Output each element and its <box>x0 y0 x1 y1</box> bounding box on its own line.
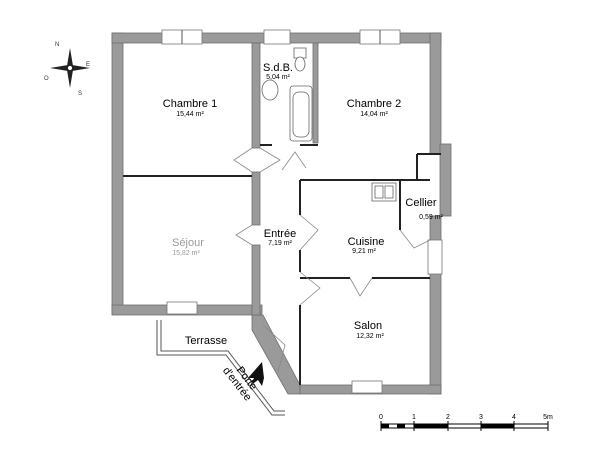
room-area-cellier: 0,59 m² <box>419 214 443 221</box>
room-area-cuisine: 9,21 m² <box>352 248 376 255</box>
door-swings <box>233 147 431 373</box>
room-name-terrasse: Terrasse <box>185 335 227 347</box>
kitchen-sink-icon <box>371 182 397 202</box>
entrance-arrow-icon <box>248 362 264 386</box>
compass-e: E <box>86 62 90 68</box>
compass-n: N <box>55 42 59 48</box>
scale-tick-4: 4 <box>512 414 516 421</box>
terrasse-outline-inner <box>160 320 285 412</box>
compass-rose-icon: N E S O <box>44 42 90 97</box>
scale-tick-1: 1 <box>412 414 416 421</box>
room-name-salon: Salon <box>354 320 382 332</box>
scale-tick-3: 3 <box>479 414 483 421</box>
compass-s: S <box>78 91 82 97</box>
windows <box>161 29 443 394</box>
room-area-sdb: 5,04 m² <box>266 74 290 81</box>
room-name-entree: Entrée <box>264 228 296 240</box>
room-name-chambre1: Chambre 1 <box>163 98 217 110</box>
scale-tick-5: 5m <box>543 414 553 421</box>
room-area-chambre2: 14,04 m² <box>360 111 388 118</box>
interior-walls <box>123 42 441 385</box>
scale-bar: 0 1 2 3 4 5m <box>379 414 553 431</box>
entrance-label: Porte d'entrée <box>220 364 259 403</box>
room-area-chambre1: 15,44 m² <box>176 111 204 118</box>
room-name-chambre2: Chambre 2 <box>347 98 401 110</box>
scale-tick-2: 2 <box>446 414 450 421</box>
room-name-cuisine: Cuisine <box>348 236 385 248</box>
scale-tick-0: 0 <box>379 414 383 421</box>
room-area-salon: 12,32 m² <box>356 333 384 340</box>
compass-o: O <box>44 76 49 82</box>
room-name-sejour: Séjour <box>172 237 204 249</box>
room-area-entree: 7,19 m² <box>268 240 292 247</box>
room-name-cellier: Cellier <box>405 197 437 209</box>
terrasse-outline <box>156 320 285 416</box>
room-name-sdb: S.d.B. <box>263 62 293 74</box>
bathroom-fixtures <box>261 47 313 142</box>
room-area-sejour: 15,82 m² <box>172 250 200 257</box>
